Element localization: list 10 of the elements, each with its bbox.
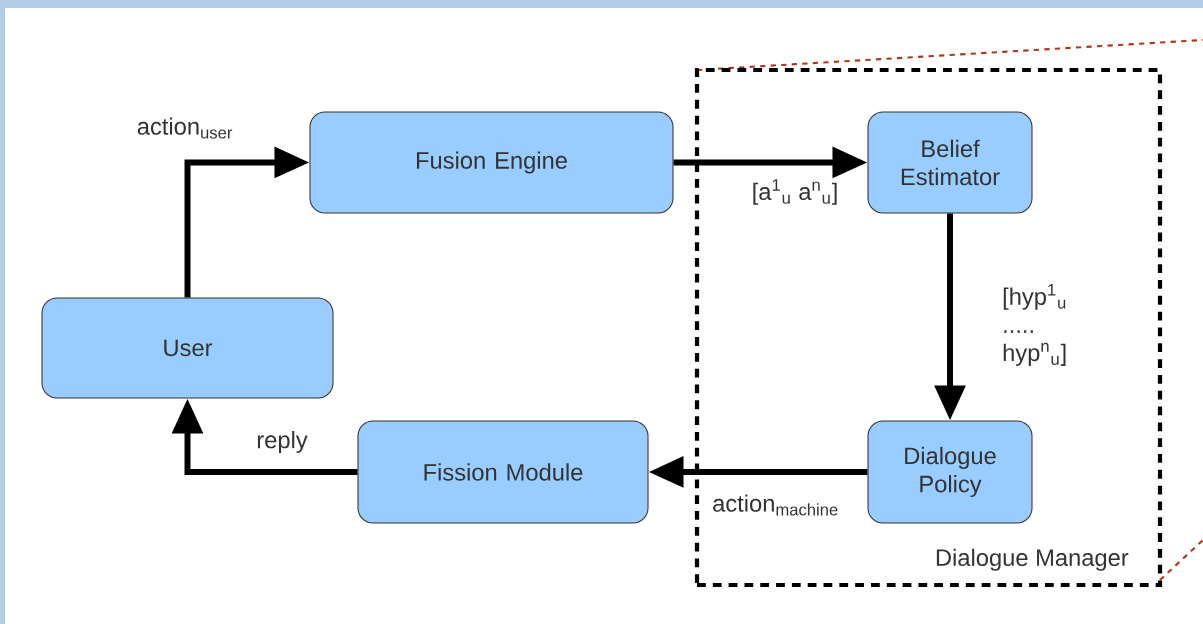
- edge-label: [a$^{1}$$_{u}$ a$^{n}$$_{u}$]: [753, 179, 837, 205]
- process-box: Belief Estimator: [867, 111, 1033, 214]
- edge-label: reply: [257, 430, 308, 454]
- edge-label: [hyp$^{1}$u ..... hyp$^{n}$$_{u}$]: [1003, 284, 1066, 366]
- process-box: Fusion Engine: [309, 111, 674, 214]
- process-box: Fission Module: [357, 420, 649, 524]
- process-box: User: [41, 297, 334, 399]
- edge-label: action$_{machine}$: [713, 494, 838, 516]
- process-box: Dialogue Policy: [867, 420, 1033, 524]
- edge-label: action$_{user}$: [137, 117, 233, 139]
